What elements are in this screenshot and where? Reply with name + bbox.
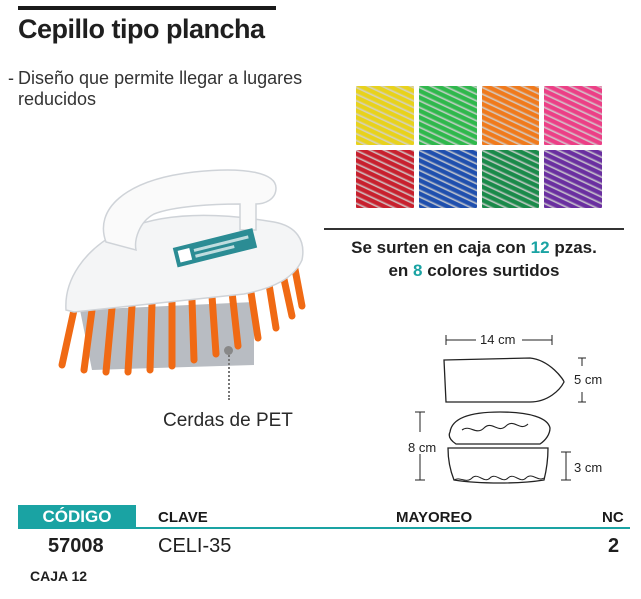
bristle-pointer-line	[228, 348, 230, 400]
width-dimension: 5 cm	[574, 372, 603, 387]
assortment-line-2-pre: en	[388, 261, 409, 280]
assortment-line-2: en 8 colores surtidos	[324, 259, 624, 282]
side-view-bristles	[447, 447, 549, 484]
bristle-material-label: Cerdas de PET	[163, 410, 293, 431]
side-view-bristle-edge	[453, 475, 545, 481]
bristle-pointer-dot	[224, 346, 233, 355]
swatch-blue	[418, 149, 477, 208]
length-dimension: 14 cm	[480, 332, 516, 347]
dimension-diagram: 14 cm 5 cm 8 cm 3 cm	[400, 320, 620, 500]
height-dimension: 8 cm	[408, 440, 437, 455]
product-table-header: CÓDIGO CLAVE MAYOREO NC	[18, 505, 630, 529]
top-view-outline	[443, 357, 565, 403]
assortment-note: Se surten en caja con 12 pzas. en 8 colo…	[324, 228, 624, 282]
feature-item: - Diseño que permite llegar a lugares re…	[8, 68, 348, 110]
header-codigo: CÓDIGO	[18, 505, 136, 529]
box-quantity: CAJA 12	[30, 568, 87, 584]
bristle-height-dimension: 3 cm	[574, 460, 603, 475]
swatch-red	[356, 149, 414, 208]
brush-handle	[102, 169, 277, 252]
assortment-colors-count: 8	[413, 261, 423, 280]
assortment-line-2-post: colores surtidos	[427, 261, 560, 280]
brush-illustration	[58, 169, 306, 376]
header-mayoreo: MAYOREO	[396, 509, 473, 526]
swatch-green	[418, 86, 477, 145]
swatch-purple	[544, 149, 602, 208]
box-value: 12	[71, 568, 88, 584]
product-title: Cepillo tipo plancha	[18, 14, 265, 44]
swatch-yellow	[356, 86, 414, 145]
swatch-dark-green	[481, 149, 540, 208]
swatch-pink	[544, 86, 602, 145]
swatch-orange	[481, 86, 540, 145]
cell-nc: 2	[608, 535, 620, 557]
feature-dash: -	[8, 68, 14, 88]
dimension-drawings	[415, 335, 586, 484]
header-clave: CLAVE	[158, 509, 208, 526]
assortment-pieces-count: 12	[530, 238, 550, 257]
color-swatch-grid	[356, 86, 602, 208]
brand-sticker	[172, 228, 258, 268]
side-view-wave	[461, 422, 529, 432]
assortment-line-1-post: pzas.	[554, 238, 597, 257]
table-row: 57008 CELI-35 2	[18, 533, 630, 563]
cell-codigo: 57008	[48, 535, 104, 557]
header-nc: NC	[602, 509, 624, 526]
title-rule	[18, 6, 276, 10]
assortment-line-1-pre: Se surten en caja con	[351, 238, 526, 257]
cell-clave: CELI-35	[158, 535, 232, 557]
assortment-line-1: Se surten en caja con 12 pzas.	[324, 236, 624, 259]
box-label: CAJA	[30, 568, 68, 584]
feature-text: Diseño que permite llegar a lugares redu…	[18, 68, 303, 109]
